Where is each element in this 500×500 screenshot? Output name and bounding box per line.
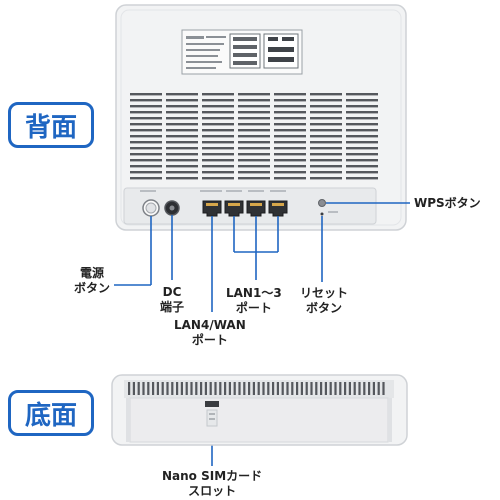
bottom-vent-grille (128, 382, 385, 395)
callout-dc-port: DC 端子 (160, 285, 185, 314)
router-back-view (115, 4, 407, 231)
wps-button-shape (318, 199, 326, 207)
lan3-port-shape (224, 200, 244, 217)
dc-port-shape (164, 200, 180, 216)
power-button-shape (142, 199, 160, 217)
router-bottom-view (111, 374, 408, 446)
section-label-back: 背面 (8, 102, 94, 148)
callout-lan4-wan-port: LAN4/WAN ポート (174, 318, 246, 347)
lan4-wan-port-shape (202, 200, 222, 217)
lan1-port-shape (268, 200, 288, 217)
callout-wps-button: WPSボタン (414, 196, 481, 210)
product-label (181, 29, 303, 75)
lan-ports (202, 200, 288, 217)
callout-lan1-3-ports: LAN1～3 ポート (226, 286, 282, 315)
lan2-port-shape (246, 200, 266, 217)
callout-nano-sim-slot: Nano SIMカード スロット (162, 469, 263, 498)
vent-grille (130, 93, 378, 180)
reset-button-shape (320, 212, 324, 216)
sim-slot-shape (205, 401, 219, 427)
section-label-bottom: 底面 (8, 390, 94, 436)
callout-power-button: 電源 ボタン (74, 266, 111, 295)
callout-reset-button: リセット ボタン (300, 286, 349, 315)
